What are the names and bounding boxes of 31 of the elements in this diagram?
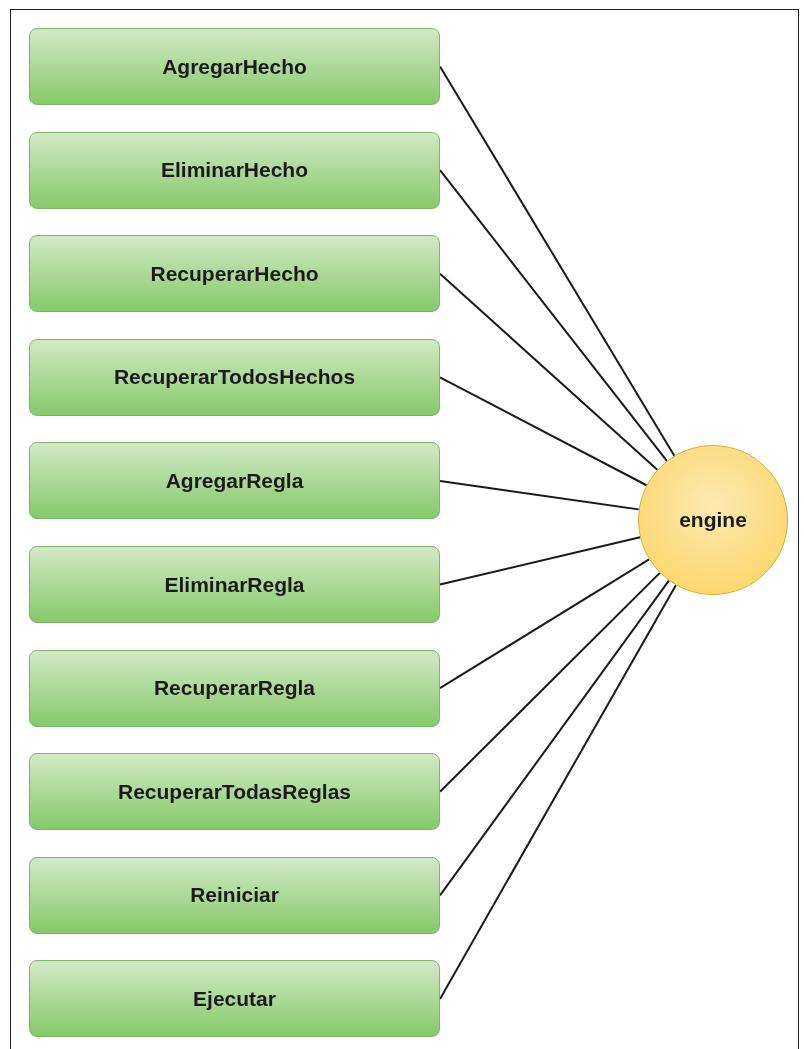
node-label: RecuperarRegla — [153, 676, 316, 701]
connector-line — [439, 584, 677, 1000]
node-label: Ejecutar — [193, 986, 276, 1011]
connector-line — [439, 376, 648, 487]
connector-line — [439, 65, 676, 457]
node-label: EliminarRegla — [164, 572, 305, 597]
method-box — [29, 856, 440, 934]
connector-line — [439, 272, 659, 471]
method-box — [29, 960, 440, 1038]
method-box — [29, 235, 440, 313]
method-box — [29, 442, 440, 520]
node-label: Reiniciar — [190, 883, 279, 908]
connector-line — [439, 536, 641, 586]
node-label: EliminarHecho — [160, 158, 308, 183]
method-box — [29, 131, 440, 209]
method-box — [29, 546, 440, 623]
method-box — [29, 28, 440, 105]
method-box — [29, 753, 440, 831]
connector-line — [439, 169, 668, 462]
node-label: engine — [679, 508, 747, 532]
method-box — [29, 338, 440, 416]
connector-line — [439, 558, 651, 690]
connector-line — [439, 579, 670, 897]
connector-line — [439, 571, 661, 793]
connector-line — [439, 479, 640, 511]
node-label: RecuperarHecho — [150, 261, 319, 286]
node-label: AgregarRegla — [165, 468, 304, 493]
method-box — [29, 649, 440, 727]
node-label: RecuperarTodosHechos — [113, 365, 356, 390]
node-label: AgregarHecho — [162, 54, 307, 79]
node-label: RecuperarTodasReglas — [118, 779, 351, 804]
